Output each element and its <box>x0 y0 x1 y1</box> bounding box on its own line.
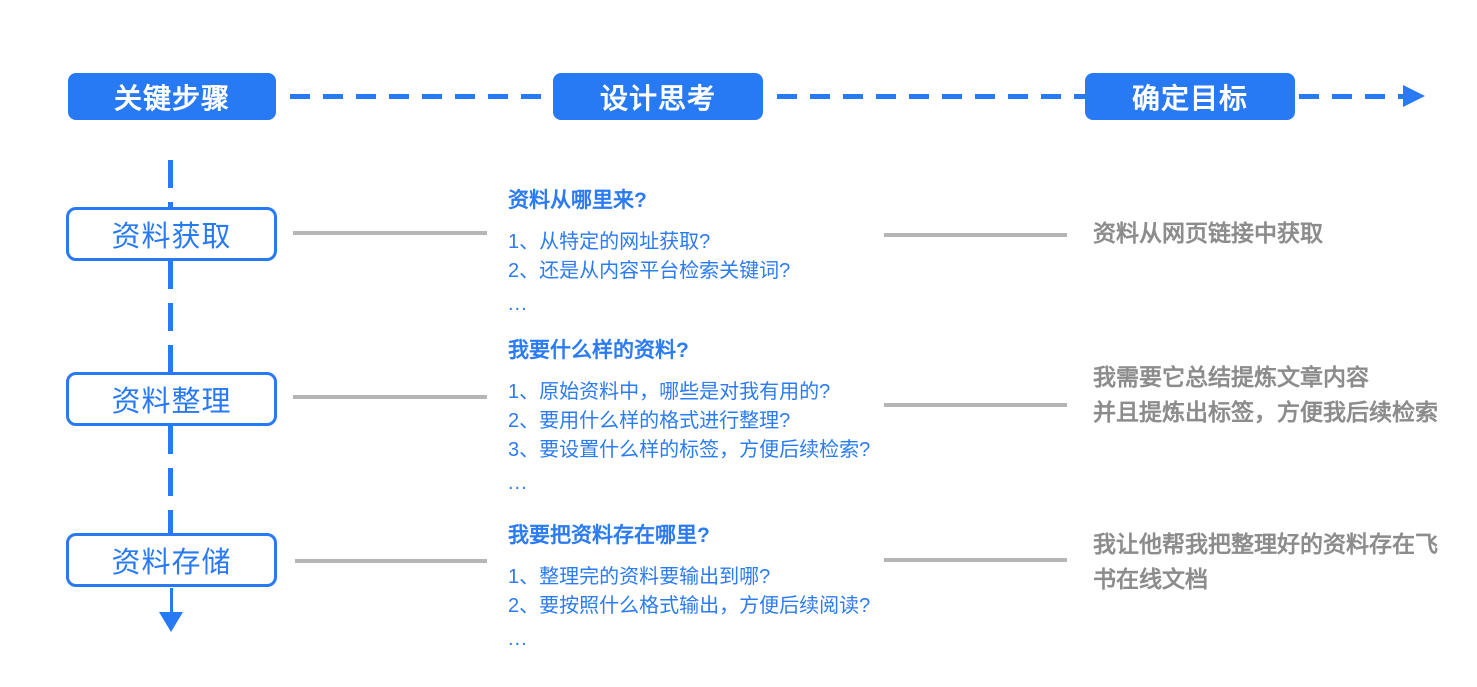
gray-connector-line <box>884 233 1067 237</box>
gray-connector-line <box>293 395 487 399</box>
thinking-block-2: 我要什么样的资料? 1、原始资料中，哪些是对我有用的? 2、要用什么样的格式进行… <box>508 338 908 493</box>
thinking-title: 我要什么样的资料? <box>508 339 689 362</box>
thinking-block-3: 我要把资料存在哪里? 1、整理完的资料要输出到哪? 2、要按照什么格式输出，方便… <box>508 523 908 649</box>
thinking-item: 1、从特定的网址获取? <box>508 231 711 253</box>
vertical-dashed-connector <box>168 261 173 372</box>
vertical-dashed-connector <box>168 426 173 533</box>
thinking-item: 2、要用什么样的格式进行整理? <box>508 410 791 432</box>
ellipsis: ... <box>508 628 528 650</box>
ellipsis: ... <box>508 293 528 315</box>
header-badge-goal: 确定目标 <box>1085 73 1295 120</box>
thinking-item: 1、整理完的资料要输出到哪? <box>508 566 771 588</box>
goal-block-1: 资料从网页链接中获取 <box>1093 216 1463 251</box>
thinking-item: 1、原始资料中，哪些是对我有用的? <box>508 381 831 403</box>
ellipsis: ... <box>508 472 528 494</box>
step-box-data-acquisition: 资料获取 <box>66 207 277 261</box>
step-box-data-storage: 资料存储 <box>66 533 277 587</box>
thinking-item: 2、要按照什么格式输出，方便后续阅读? <box>508 595 871 617</box>
arrowhead-down-icon <box>159 612 183 632</box>
gray-connector-line <box>884 403 1067 407</box>
thinking-title: 我要把资料存在哪里? <box>508 524 710 547</box>
goal-text: 书在线文档 <box>1093 566 1208 592</box>
thinking-item: 3、要设置什么样的标签，方便后续检索? <box>508 439 871 461</box>
horizontal-dashed-connector <box>777 94 1085 99</box>
thinking-item: 2、还是从内容平台检索关键词? <box>508 260 791 282</box>
thinking-block-1: 资料从哪里来? 1、从特定的网址获取? 2、还是从内容平台检索关键词? ... <box>508 188 908 314</box>
goal-text: 我需要它总结提炼文章内容 <box>1093 364 1369 390</box>
thinking-title: 资料从哪里来? <box>508 189 647 212</box>
goal-text: 我让他帮我把整理好的资料存在飞 <box>1093 531 1438 557</box>
goal-text: 并且提炼出标签，方便我后续检索 <box>1093 399 1438 425</box>
gray-connector-line <box>293 231 487 235</box>
vertical-arrow-stem <box>170 588 173 615</box>
goal-block-2: 我需要它总结提炼文章内容 并且提炼出标签，方便我后续检索 <box>1093 360 1463 430</box>
horizontal-dashed-connector <box>1299 94 1405 99</box>
header-badge-design-thinking: 设计思考 <box>553 73 763 120</box>
vertical-dashed-connector <box>168 160 173 207</box>
gray-connector-line <box>884 558 1067 562</box>
header-badge-key-steps: 关键步骤 <box>68 73 276 120</box>
gray-connector-line <box>295 559 487 563</box>
step-box-data-organizing: 资料整理 <box>66 372 277 426</box>
goal-text: 资料从网页链接中获取 <box>1093 220 1323 246</box>
horizontal-dashed-connector <box>290 94 553 99</box>
goal-block-3: 我让他帮我把整理好的资料存在飞 书在线文档 <box>1093 527 1463 597</box>
arrowhead-right-icon <box>1403 85 1425 107</box>
